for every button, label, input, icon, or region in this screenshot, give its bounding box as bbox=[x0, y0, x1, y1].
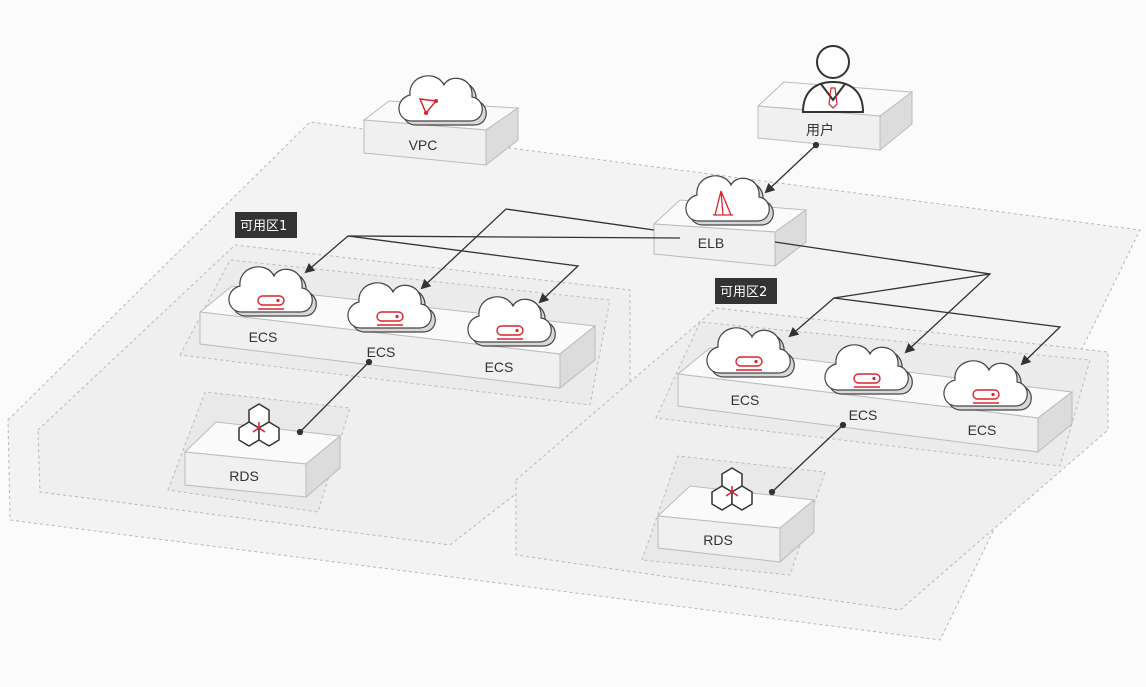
zone1-ecs-label-1: ECS bbox=[249, 329, 278, 345]
zone2-ecs-label-3: ECS bbox=[968, 422, 997, 438]
database-hexagon-icon bbox=[711, 467, 753, 511]
zone1-ecs-label-2: ECS bbox=[367, 344, 396, 360]
zone1-tag-label: 可用区1 bbox=[240, 219, 287, 234]
connection-lines bbox=[296, 141, 1062, 496]
user-icon bbox=[801, 45, 865, 113]
server-cloud-icon bbox=[943, 360, 1032, 411]
server-cloud-icon bbox=[347, 282, 436, 333]
database-hexagon-icon bbox=[238, 403, 280, 447]
server-cloud-icon bbox=[467, 296, 556, 347]
elb-label: ELB bbox=[698, 235, 724, 251]
vpc-label: VPC bbox=[409, 137, 438, 153]
network-cloud-icon bbox=[398, 75, 487, 126]
zone2-rds-label: RDS bbox=[703, 532, 733, 548]
zone2-ecs-to-rds-link bbox=[771, 424, 844, 493]
server-cloud-icon bbox=[228, 266, 317, 317]
zone2-ecs-label-1: ECS bbox=[731, 392, 760, 408]
load-balancer-cloud-icon bbox=[685, 175, 774, 226]
zone2-tag: 可用区2 bbox=[715, 278, 777, 304]
user-label: 用户 bbox=[806, 122, 834, 138]
zone2-ecs-label-2: ECS bbox=[849, 407, 878, 423]
zone1-ecs-to-rds-link bbox=[299, 361, 370, 433]
server-cloud-icon bbox=[824, 344, 913, 395]
user-to-elb-link bbox=[764, 144, 817, 194]
server-cloud-icon bbox=[706, 327, 795, 378]
zone1-rds-label: RDS bbox=[229, 468, 259, 484]
zone1-tag: 可用区1 bbox=[235, 212, 297, 238]
zone2-tag-label: 可用区2 bbox=[720, 285, 767, 300]
zone1-ecs-label-3: ECS bbox=[485, 359, 514, 375]
